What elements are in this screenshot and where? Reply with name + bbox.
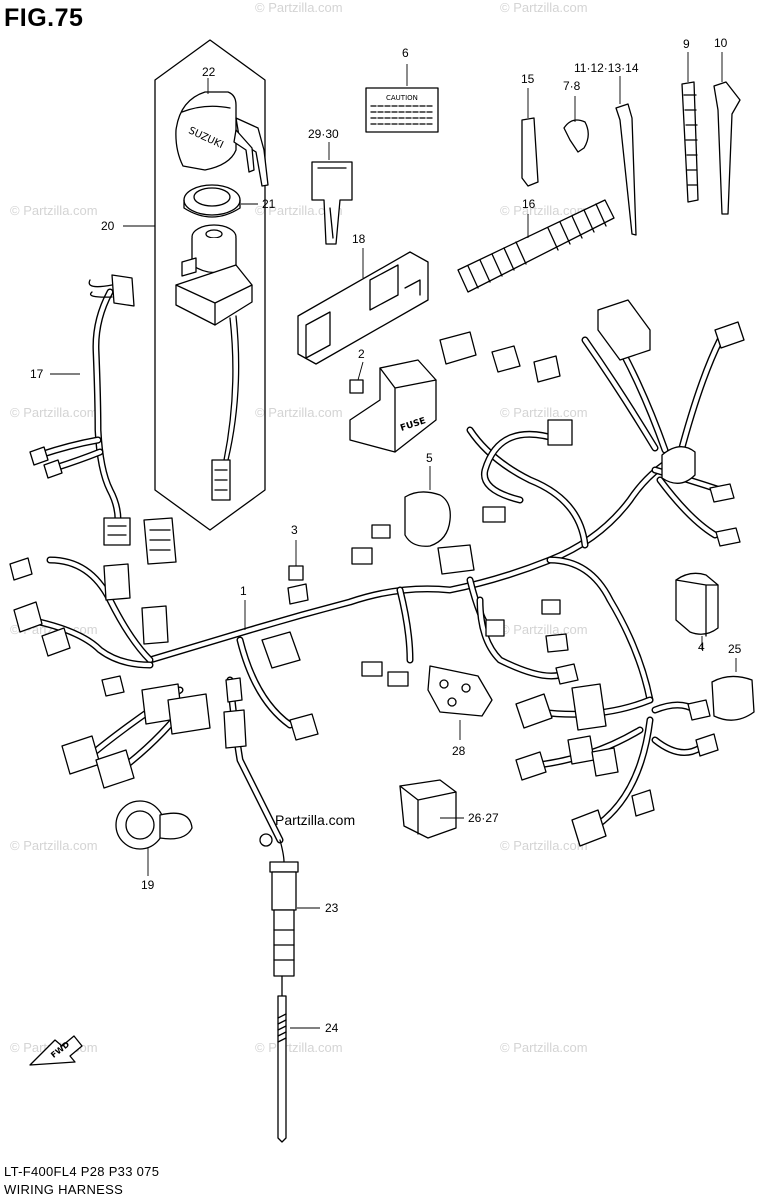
callout-5: 5 — [426, 451, 433, 465]
key — [311, 161, 353, 245]
callout-25: 25 — [728, 642, 742, 656]
watermark: © Partzilla.com — [255, 0, 343, 15]
fuse-small — [349, 379, 364, 394]
watermark: © Partzilla.com — [500, 405, 588, 420]
callout-23: 23 — [325, 901, 339, 915]
ignition-switch — [175, 224, 253, 501]
leader-lines — [50, 52, 737, 1029]
footer-title: WIRING HARNESS — [4, 1182, 124, 1197]
watermark: © Partzilla.com — [500, 203, 588, 218]
callout-9: 9 — [683, 37, 690, 51]
cable-tie — [615, 103, 637, 236]
callout-17: 17 — [30, 367, 44, 381]
protector-tube — [457, 199, 615, 293]
watermark: © Partzilla.com — [500, 0, 588, 15]
callout-26-27: 26·27 — [468, 811, 499, 825]
callout-3: 3 — [291, 523, 298, 537]
cable-tie-10 — [713, 81, 741, 215]
callout-29-30: 29·30 — [308, 127, 339, 141]
sub-harness — [29, 274, 135, 546]
watermark: © Partzilla.com — [500, 838, 588, 853]
speed-sensor — [115, 800, 193, 850]
callout-22: 22 — [202, 65, 216, 79]
watermark: © Partzilla.com — [255, 203, 343, 218]
caution-label-text: CAUTION — [386, 94, 418, 102]
callout-16: 16 — [522, 197, 536, 211]
callout-19: 19 — [141, 878, 155, 892]
harness-connectors — [9, 299, 745, 847]
watermark: © Partzilla.com — [255, 1040, 343, 1055]
callout-7-8: 7·8 — [563, 79, 581, 93]
callout-28: 28 — [452, 744, 466, 758]
bracket-plate — [297, 251, 429, 365]
ignition-group-frame — [154, 39, 266, 531]
cover-cap — [675, 572, 719, 637]
ring-nut — [183, 184, 241, 218]
watermark: © Partzilla.com — [500, 1040, 588, 1055]
bracket — [427, 665, 493, 717]
callout-4: 4 — [698, 640, 705, 654]
watermark: © Partzilla.com — [10, 838, 98, 853]
callout-24: 24 — [325, 1021, 339, 1035]
callout-20: 20 — [101, 219, 115, 233]
thermo-probe — [277, 995, 287, 1143]
connector-boot — [404, 491, 451, 547]
caution-label: CAUTION — [365, 87, 439, 133]
callout-18: 18 — [352, 232, 366, 246]
callout-21: 21 — [262, 197, 276, 211]
relay — [711, 675, 755, 721]
callout-6: 6 — [402, 46, 409, 60]
figure-title: FIG.75 — [4, 4, 84, 32]
cable-tie-9 — [681, 81, 699, 203]
watermark: © Partzilla.com — [10, 405, 98, 420]
fwd-arrow-icon: FWD — [29, 1035, 83, 1066]
callout-1: 1 — [240, 584, 247, 598]
clip — [521, 117, 539, 187]
watermark-center: Partzilla.com — [275, 812, 356, 828]
watermark: © Partzilla.com — [10, 203, 98, 218]
temperature-sensor — [259, 833, 299, 997]
relay-26-27 — [399, 779, 457, 839]
watermark: © Partzilla.com — [255, 405, 343, 420]
callout-10: 10 — [714, 36, 728, 50]
callout-11-14: 11·12·13·14 — [574, 61, 639, 75]
ignition-key-cap: SUZUKI — [175, 91, 269, 187]
callout-15: 15 — [521, 72, 535, 86]
watermark: © Partzilla.com — [500, 622, 588, 637]
fuse-box: FUSE — [349, 359, 437, 453]
clamp — [563, 119, 589, 153]
connector-small — [288, 565, 304, 581]
callout-2: 2 — [358, 347, 365, 361]
footer-code: LT-F400FL4 P28 P33 075 — [4, 1164, 160, 1179]
